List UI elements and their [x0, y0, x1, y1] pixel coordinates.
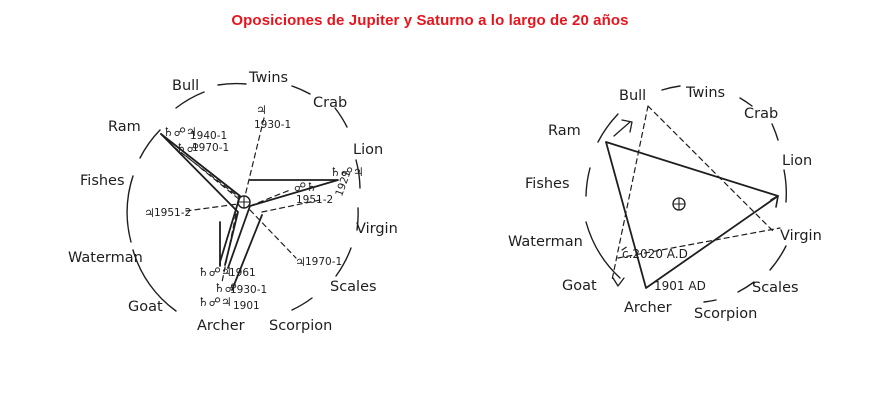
left-solid-line-b: [160, 133, 239, 266]
left-year-1970b: 1970-1: [305, 256, 342, 268]
left-year-1930b: 1930-1: [230, 284, 267, 296]
left-wheel-circle: [126, 82, 361, 312]
right-arrow-bull: [613, 119, 633, 137]
right-center-cross: [672, 197, 686, 211]
left-sign-crab: Crab: [313, 95, 347, 111]
left-solid-line-c: [227, 179, 339, 269]
right-sign-lion: Lion: [782, 153, 812, 169]
left-jupiter-1930-icon: ♃: [256, 103, 267, 117]
left-center-cross: [237, 195, 251, 209]
left-sign-goat: Goat: [128, 299, 163, 315]
left-jupiter-1970-icon: ♃: [295, 255, 306, 269]
left-sign-scales: Scales: [330, 279, 377, 295]
right-sign-bull: Bull: [619, 88, 646, 104]
left-saturn-jupiter-1901-icon: ♄☍♃: [198, 295, 232, 309]
left-wheel: Bull Twins Crab Lion Virgin Scales Scorp…: [68, 70, 398, 334]
left-saturn-lion-icon: ☍♄: [294, 180, 317, 194]
left-sign-lion: Lion: [353, 142, 383, 158]
right-sign-scorpion: Scorpion: [694, 306, 757, 322]
left-sign-twins: Twins: [248, 70, 288, 86]
left-sign-fishes: Fishes: [80, 173, 125, 189]
right-sign-goat: Goat: [562, 278, 597, 294]
left-sign-virgin: Virgin: [356, 221, 398, 237]
left-sign-bull: Bull: [172, 78, 199, 94]
left-sign-archer: Archer: [197, 318, 245, 334]
left-saturn-jupiter-1961-icon: ♄☍♃: [198, 265, 232, 279]
right-arrow-virgin: [770, 195, 779, 208]
left-sign-scorpion: Scorpion: [269, 318, 332, 334]
left-year-1930-top: 1930-1: [254, 119, 291, 131]
right-sign-ram: Ram: [548, 123, 581, 139]
right-triangle-solid: [605, 141, 779, 289]
right-sign-twins: Twins: [685, 85, 725, 101]
left-year-1951a: 1951-2: [154, 207, 191, 219]
left-sign-ram: Ram: [108, 119, 141, 135]
page-title: Oposiciones de Jupiter y Saturno a lo la…: [231, 12, 629, 29]
left-year-1961: 1961: [229, 267, 256, 279]
left-dashed-lines: [173, 117, 321, 283]
right-arrow-goat: [612, 277, 625, 287]
left-year-1901: 1901: [233, 300, 260, 312]
right-wheel: Bull Twins Crab Lion Virgin Scales Scorp…: [508, 85, 822, 322]
left-saturn-ram-icon: ♄☍: [176, 141, 199, 155]
right-label-c2020: c.2020 A.D.: [622, 247, 692, 261]
right-label-1901: 1901 AD: [654, 279, 706, 293]
left-year-1940: 1940-1: [190, 130, 227, 142]
left-saturn-jupiter-ram-icon: ♄☍♃: [163, 125, 197, 139]
left-jupiter-1951-icon: ♃: [144, 206, 155, 220]
left-sign-waterman: Waterman: [68, 250, 143, 266]
right-sign-waterman: Waterman: [508, 234, 583, 250]
right-sign-archer: Archer: [624, 300, 672, 316]
right-sign-crab: Crab: [744, 106, 778, 122]
left-saturn-1930-icon: ♄☍: [214, 281, 237, 295]
right-sign-scales: Scales: [752, 280, 799, 296]
left-year-1970a: 1970-1: [192, 142, 229, 154]
left-year-1951b: 1951-2: [296, 194, 333, 206]
left-saturn-jupiter-lion-icon: ♄☍♃: [330, 165, 364, 179]
right-sign-virgin: Virgin: [780, 228, 822, 244]
right-sign-fishes: Fishes: [525, 176, 570, 192]
left-solid-line-e: [231, 214, 263, 291]
right-wheel-circle: [585, 85, 788, 303]
